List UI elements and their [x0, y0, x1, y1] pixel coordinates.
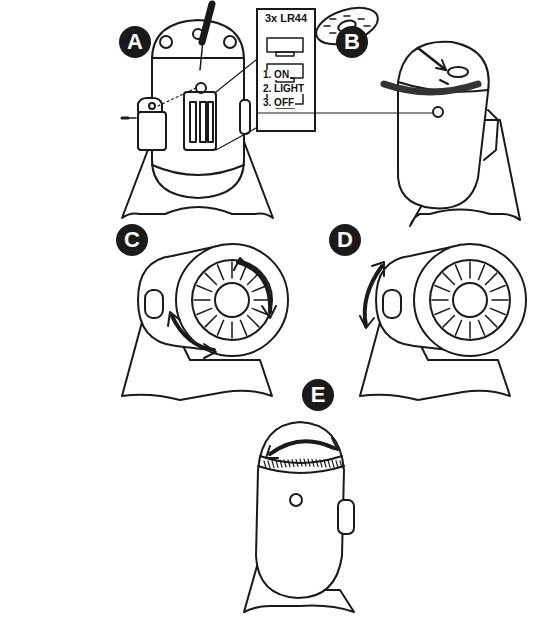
detail-stroke [194, 299, 210, 301]
detail-stroke [205, 273, 216, 284]
detail-stroke [308, 459, 310, 466]
detail-stroke [197, 285, 212, 291]
panel-letter: D [337, 229, 353, 251]
detail-stroke [324, 25, 330, 27]
detail-stroke [486, 273, 497, 284]
detail-stroke [340, 461, 342, 468]
switch-position: 1. ON [262, 70, 290, 80]
detail-stroke [284, 460, 286, 467]
panel-badge: A [119, 26, 151, 58]
panel-letter: B [344, 31, 360, 53]
detail-stroke [443, 316, 454, 327]
detail-stroke [492, 299, 508, 301]
detail-stroke [264, 461, 266, 468]
detail-stroke [364, 25, 370, 27]
box-title: 3x LR44 [258, 10, 314, 25]
detail-stroke [330, 32, 336, 34]
detail-stroke [324, 460, 326, 467]
detail-stroke [478, 320, 484, 335]
battery-cover [122, 88, 196, 150]
detail-stroke [205, 316, 216, 327]
detail-stroke [217, 320, 223, 335]
detail-stroke [304, 459, 306, 466]
detail-stroke [328, 460, 330, 467]
panel-badge: C [116, 224, 148, 256]
detail-stroke [231, 322, 233, 338]
device-focus [244, 422, 354, 612]
switch-position: 2. LIGHT [262, 84, 305, 94]
detail-stroke [330, 18, 336, 20]
panel-letter: A [127, 31, 143, 53]
detail-stroke [288, 460, 290, 467]
device-with-reel [384, 42, 520, 226]
detail-stroke [248, 316, 259, 327]
detail-stroke [478, 265, 484, 280]
panel-badge: B [336, 26, 368, 58]
device-tilt [360, 244, 526, 400]
detail-stroke [443, 273, 454, 284]
detail-stroke [435, 308, 450, 314]
detail-stroke [231, 262, 233, 278]
detail-stroke [292, 460, 294, 467]
detail-stroke [469, 322, 471, 338]
detail-stroke [320, 460, 322, 467]
panel-badge: D [329, 224, 361, 256]
screwdriver [200, 4, 212, 70]
detail-stroke [490, 285, 505, 291]
device-rotate-lens [122, 244, 288, 400]
detail-stroke [332, 460, 334, 467]
detail-stroke [455, 265, 461, 280]
detail-stroke [312, 459, 314, 466]
detail-stroke [336, 461, 338, 468]
panel-letter: E [311, 384, 326, 406]
detail-stroke [455, 320, 461, 335]
panel-letter: C [124, 229, 140, 251]
leader-line [258, 112, 432, 113]
switch-position: 3. OFF [262, 98, 295, 108]
detail-stroke [469, 262, 471, 278]
detail-stroke [296, 459, 298, 466]
detail-stroke [280, 460, 282, 467]
detail-stroke [300, 459, 302, 466]
panel-badge: E [302, 379, 334, 411]
detail-stroke [435, 285, 450, 291]
detail-stroke [316, 460, 318, 467]
detail-stroke [197, 308, 212, 314]
detail-stroke [254, 299, 270, 301]
detail-stroke [272, 461, 274, 468]
leader-line [216, 60, 256, 150]
detail-stroke [490, 308, 505, 314]
detail-stroke [217, 265, 223, 280]
detail-stroke [344, 15, 350, 17]
detail-stroke [240, 320, 246, 335]
detail-stroke [358, 18, 364, 20]
detail-stroke [486, 316, 497, 327]
detail-stroke [240, 265, 246, 280]
detail-stroke [268, 461, 270, 468]
detail-stroke [276, 460, 278, 467]
detail-stroke [432, 299, 448, 301]
